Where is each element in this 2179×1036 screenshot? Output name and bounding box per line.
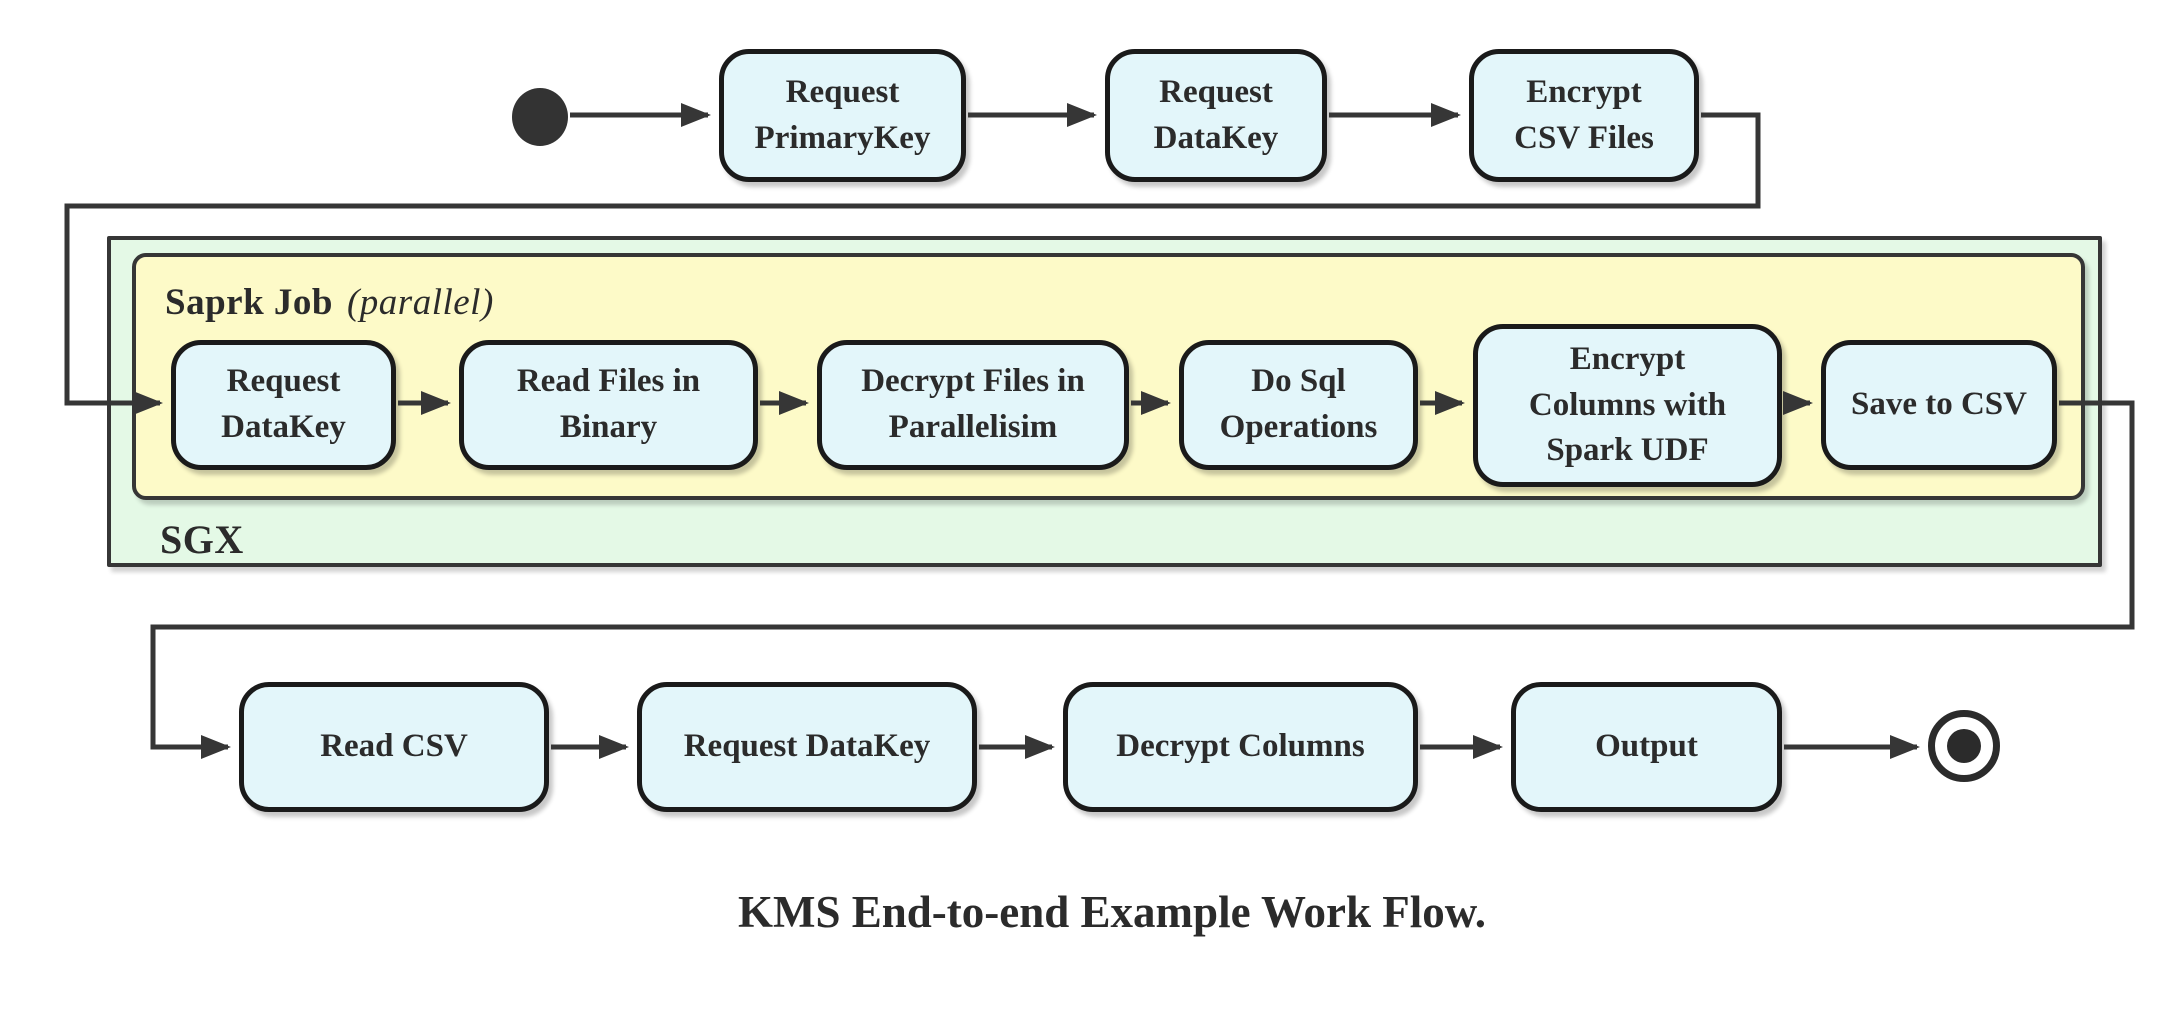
spark-job-qualifier: (parallel): [346, 282, 494, 323]
activity-encrypt-columns-with-spark-udf: Encrypt Columns with Spark UDF: [1473, 324, 1782, 487]
activity-decrypt-columns: Decrypt Columns: [1063, 682, 1418, 812]
end-node-dot: [1947, 729, 1981, 763]
spark-job-title: Saprk Job: [165, 282, 333, 323]
diagram-caption: KMS End-to-end Example Work Flow.: [737, 887, 1486, 937]
activity-request-datakey-bottom: Request DataKey: [637, 682, 977, 812]
partition-spark-job-label: Saprk Job (parallel): [165, 281, 494, 324]
activity-do-sql-operations: Do Sql Operations: [1179, 340, 1418, 470]
activity-save-to-csv: Save to CSV: [1821, 340, 2057, 470]
activity-request-primarykey: Request PrimaryKey: [719, 49, 966, 182]
activity-encrypt-csv-files: Encrypt CSV Files: [1469, 49, 1699, 182]
activity-read-csv: Read CSV: [239, 682, 549, 812]
partition-sgx-label: SGX: [160, 517, 244, 562]
activity-output: Output: [1511, 682, 1782, 812]
end-node: [1928, 710, 2000, 782]
activity-request-datakey-sgx: Request DataKey: [171, 340, 396, 470]
activity-read-files-in-binary: Read Files in Binary: [459, 340, 758, 470]
activity-decrypt-files-in-parallelisim: Decrypt Files in Parallelisim: [817, 340, 1129, 470]
start-node: [512, 88, 568, 146]
activity-request-datakey-top: Request DataKey: [1105, 49, 1327, 182]
